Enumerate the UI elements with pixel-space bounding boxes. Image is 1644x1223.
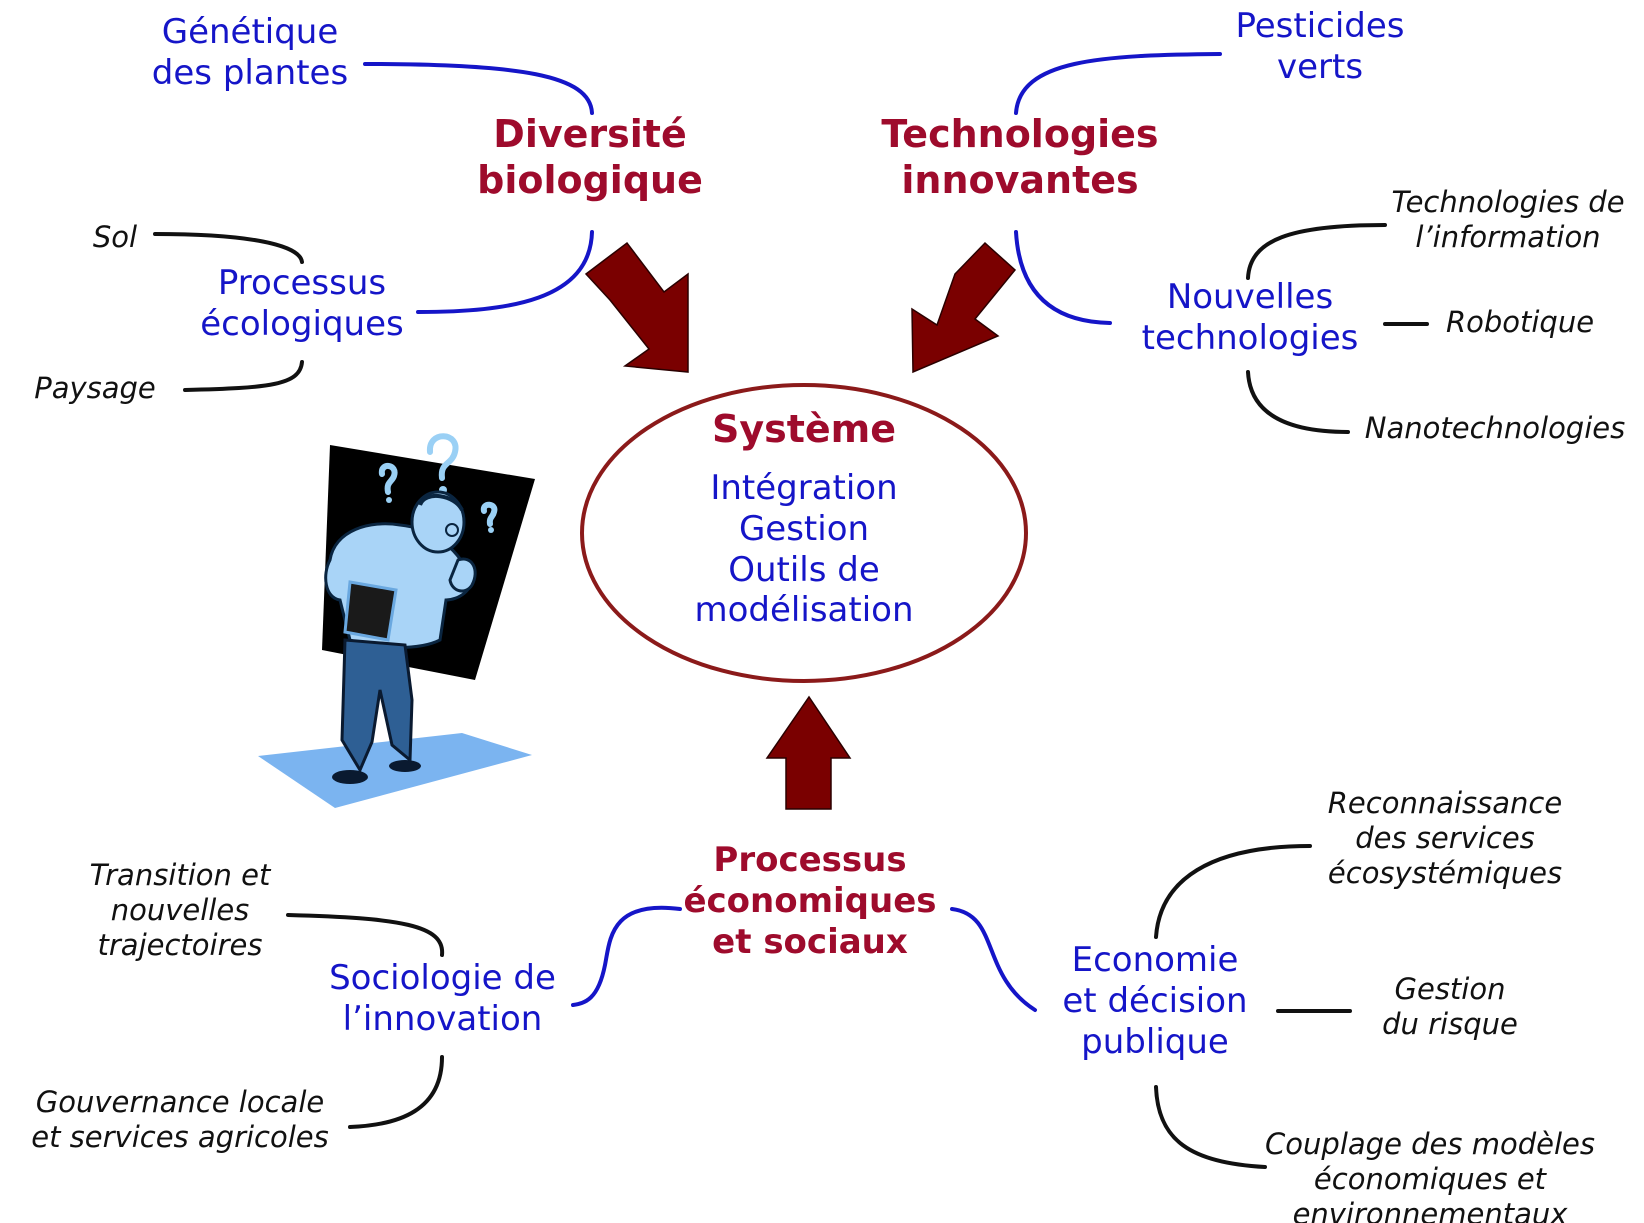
system-item-modelling: modélisation: [694, 590, 914, 631]
transition-line2: nouvelles: [110, 892, 250, 927]
genetics-line1: Génétique: [161, 12, 339, 52]
link-newtech-infotech: [1246, 223, 1387, 280]
system-item-integration: Intégration: [710, 468, 898, 508]
technologies-title-line2: innovantes: [901, 157, 1139, 202]
transition-label: Transition et nouvelles trajectoires: [60, 858, 300, 962]
socioeconomic-title: Processus économiques et sociaux: [650, 840, 970, 962]
link-tech-pesticides: [1014, 52, 1222, 115]
link-diversity-ecological: [416, 230, 594, 314]
transition-line1: Transition et: [89, 858, 271, 892]
link-ecological-landscape: [183, 360, 304, 392]
link-socio-economy: [950, 907, 1037, 1012]
diversity-title-line1: Diversité: [493, 112, 687, 156]
genetics-label: Génétique des plantes: [120, 12, 380, 94]
risk-line2: du risque: [1382, 1006, 1518, 1041]
economy-line1: Economie: [1071, 940, 1239, 980]
pesticides-line2: verts: [1276, 46, 1364, 87]
diversity-title-line2: biologique: [477, 157, 703, 202]
coupling-line1: Couplage des modèles: [1265, 1127, 1595, 1161]
new-technologies-label: Nouvelles technologies: [1120, 277, 1380, 359]
link-sociology-governance: [348, 1055, 444, 1129]
socio-title-line2: économiques: [683, 880, 937, 921]
info-tech-line1: Technologies de: [1391, 185, 1625, 219]
ecological-line2: écologiques: [200, 303, 404, 344]
coupling-line3: environnementaux: [1292, 1196, 1568, 1223]
system-items: Intégration Gestion Outils de modélisati…: [644, 468, 964, 631]
economy-line2: et décision: [1062, 980, 1248, 1021]
governance-line1: Gouvernance locale: [35, 1085, 325, 1119]
green-pesticides-label: Pesticides verts: [1190, 6, 1450, 88]
governance-line2: et services agricoles: [31, 1119, 329, 1154]
sociology-line2: l’innovation: [342, 998, 543, 1039]
recognition-line2: des services: [1355, 820, 1535, 855]
info-tech-line2: l’information: [1415, 219, 1601, 254]
link-sociology-transition: [286, 913, 445, 957]
system-item-tools: Outils de: [728, 549, 880, 590]
model-coupling-label: Couplage des modèles économiques et envi…: [1255, 1127, 1605, 1223]
technologies-title-line1: Technologies: [881, 112, 1159, 156]
nanotechnologies-label: Nanotechnologies: [1364, 411, 1626, 445]
recognition-line1: Reconnaissance: [1327, 786, 1563, 820]
new-tech-line1: Nouvelles: [1166, 277, 1334, 317]
ecological-processes-label: Processus écologiques: [172, 263, 432, 345]
link-tech-newtech: [1014, 230, 1112, 325]
ecosystem-services-label: Reconnaissance des services écosystémiqu…: [1300, 786, 1590, 890]
diversity-title: Diversité biologique: [440, 112, 740, 203]
link-ecological-soil: [153, 232, 304, 264]
info-tech-label: Technologies de l’information: [1372, 185, 1644, 255]
risk-line1: Gestion: [1394, 972, 1506, 1006]
link-newtech-nano: [1246, 370, 1350, 434]
technologies-title: Technologies innovantes: [840, 112, 1200, 203]
ecological-line1: Processus: [217, 263, 387, 303]
genetics-line2: des plantes: [151, 52, 349, 93]
link-diversity-genetics: [363, 62, 594, 115]
pesticides-line1: Pesticides: [1235, 6, 1405, 46]
transition-line3: trajectoires: [97, 927, 263, 962]
economy-line3: publique: [1081, 1021, 1229, 1062]
scientist-thinking-icon: [258, 433, 535, 808]
sociology-innovation-label: Sociologie de l’innovation: [300, 958, 585, 1040]
arrow-diversity-to-system: [584, 241, 689, 373]
risk-management-label: Gestion du risque: [1360, 972, 1540, 1042]
robotics-label: Robotique: [1445, 305, 1595, 339]
link-economy-coupling: [1154, 1085, 1267, 1169]
sociology-line1: Sociologie de: [329, 958, 556, 998]
soil-label: Sol: [92, 220, 138, 254]
recognition-line3: écosystémiques: [1327, 855, 1563, 890]
system-title: Système: [711, 407, 897, 451]
system-item-management: Gestion: [738, 508, 870, 549]
arrow-socio-to-system: [765, 695, 852, 810]
governance-label: Gouvernance locale et services agricoles: [10, 1085, 350, 1155]
arrow-tech-to-system: [911, 241, 1017, 374]
coupling-line2: économiques et: [1313, 1161, 1547, 1196]
socio-title-line3: et sociaux: [712, 921, 908, 962]
link-economy-recognition: [1154, 844, 1312, 939]
link-socio-sociology: [571, 905, 682, 1007]
landscape-label: Paysage: [34, 371, 156, 405]
economy-decision-label: Economie et décision publique: [1035, 940, 1275, 1062]
new-tech-line2: technologies: [1141, 317, 1359, 358]
system-ellipse: [580, 383, 1028, 683]
socio-title-line1: Processus: [713, 840, 907, 880]
